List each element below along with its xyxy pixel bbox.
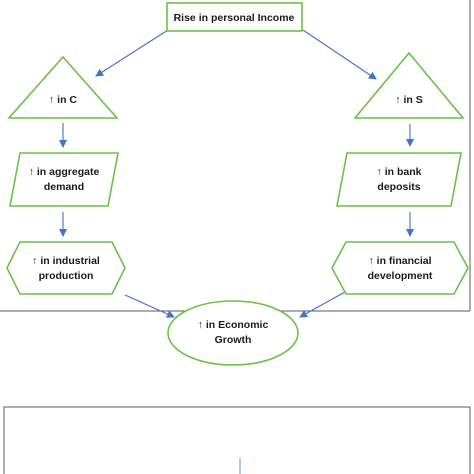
income-box [166, 2, 303, 32]
economic-growth-ellipse [167, 300, 299, 366]
arrow-income-to-c [95, 29, 169, 77]
industrial-production-label-line1: ↑ in industrial [32, 255, 100, 267]
saving-triangle [353, 51, 465, 119]
financial-development-label-line1: ↑ in financial [368, 255, 431, 267]
shapes [6, 2, 469, 366]
aggregate-demand-label-line1: ↑ in aggregate [29, 166, 100, 178]
arrow-financial-to-growth [299, 291, 346, 318]
saving-label: ↑ in S [395, 94, 422, 106]
consumption-triangle [7, 55, 119, 119]
bank-deposits-label-line2: deposits [377, 181, 420, 193]
consumption-label: ↑ in C [49, 94, 77, 106]
industrial-production-label-line2: production [39, 270, 94, 282]
arrows [59, 29, 414, 318]
aggregate-demand-parallelogram [9, 152, 119, 207]
bank-deposits-parallelogram [336, 152, 462, 207]
labels: Rise in personal Income ↑ in C ↑ in S ↑ … [29, 12, 433, 346]
aggregate-demand-label-line2: demand [44, 181, 84, 193]
financial-development-label-line2: development [368, 270, 433, 282]
lower-frame [3, 406, 471, 474]
bank-deposits-label-line1: ↑ in bank [377, 166, 422, 178]
economic-growth-label-line2: Growth [215, 334, 252, 346]
industrial-production-hexagon [6, 241, 126, 295]
income-label: Rise in personal Income [174, 12, 295, 24]
arrow-income-to-s [302, 29, 377, 80]
financial-development-hexagon [331, 241, 469, 295]
economic-growth-label-line1: ↑ in Economic [198, 319, 269, 331]
arrow-production-to-growth [124, 294, 175, 318]
